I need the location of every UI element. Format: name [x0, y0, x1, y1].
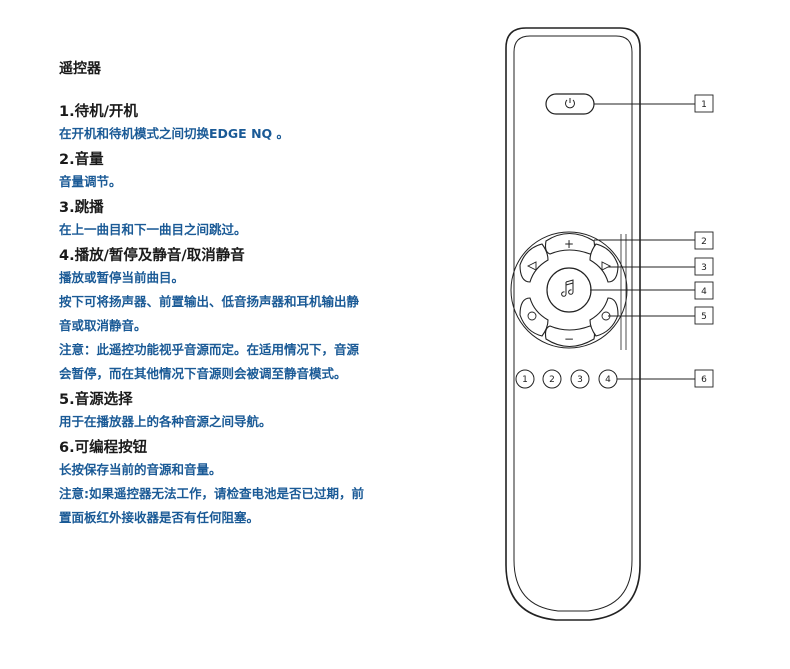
section-heading: 5.音源选择 — [59, 392, 133, 408]
section-text: 会暂停，而在其他情况下音源则会被调至静音模式。 — [59, 366, 347, 381]
source-icon — [527, 311, 537, 321]
section-text: 注意：此遥控功能视乎音源而定。在适用情况下，音源 — [59, 342, 360, 357]
volume-down-button[interactable]: − — [544, 325, 596, 348]
section-source-select: 5.音源选择 用于在播放器上的各种音源之间导航。 — [59, 390, 444, 434]
callout-4: 4 — [694, 281, 714, 300]
remote-diagram: + − — [490, 20, 730, 630]
section-text: 按下可将扬声器、前置输出、低音扬声器和耳机输出静 — [59, 294, 360, 309]
remote-outer-body — [505, 27, 641, 621]
callout-3: 3 — [694, 257, 714, 276]
volume-down-symbol: − — [564, 332, 574, 346]
callout-number: 1 — [701, 100, 707, 110]
callout-6: 6 — [694, 369, 714, 388]
play-pause-button[interactable] — [546, 267, 592, 313]
power-icon — [565, 98, 575, 109]
skip-back-icon — [526, 261, 537, 271]
section-text: 播放或暂停当前曲目。 — [59, 270, 185, 285]
callout-number: 5 — [701, 312, 707, 322]
preset-label: 4 — [605, 375, 611, 385]
preset-label: 2 — [549, 375, 555, 385]
skip-forward-button[interactable] — [589, 243, 619, 283]
section-text: 在开机和待机模式之间切换EDGE NQ 。 — [59, 126, 290, 141]
music-note-icon — [561, 279, 574, 297]
section-text: 注意:如果遥控器无法工作，请检查电池是否已过期，前 — [59, 486, 364, 501]
section-standby: 1.待机/开机 在开机和待机模式之间切换EDGE NQ 。 — [59, 102, 444, 146]
source-left-button[interactable] — [519, 297, 549, 337]
callout-5: 5 — [694, 306, 714, 325]
callout-number: 6 — [701, 375, 707, 385]
source-right-button[interactable] — [589, 297, 619, 337]
section-play-pause-mute: 4.播放/暂停及静音/取消静音 播放或暂停当前曲目。 按下可将扬声器、前置输出、… — [59, 246, 444, 386]
volume-up-button[interactable]: + — [544, 232, 596, 255]
preset-button-1[interactable]: 1 — [515, 369, 535, 389]
remote-inner-face — [513, 35, 633, 612]
section-text: 用于在播放器上的各种音源之间导航。 — [59, 414, 272, 429]
section-text: 置面板红外接收器是否有任何阻塞。 — [59, 510, 260, 525]
remote-svg: + − — [505, 27, 714, 621]
standby-button[interactable] — [545, 93, 595, 115]
section-volume: 2.音量 音量调节。 — [59, 150, 444, 194]
section-programmable: 6.可编程按钮 长按保存当前的音源和音量。 注意:如果遥控器无法工作，请检查电池… — [59, 438, 444, 530]
preset-label: 3 — [577, 375, 583, 385]
callout-number: 4 — [701, 287, 707, 297]
preset-label: 1 — [522, 375, 528, 385]
section-skip: 3.跳播 在上一曲目和下一曲目之间跳过。 — [59, 198, 444, 242]
skip-forward-icon — [601, 261, 612, 271]
callout-1: 1 — [694, 94, 714, 113]
section-heading: 1.待机/开机 — [59, 104, 138, 120]
section-text: 音或取消静音。 — [59, 318, 147, 333]
section-text: 音量调节。 — [59, 174, 122, 189]
callout-2: 2 — [694, 231, 714, 250]
section-text: 长按保存当前的音源和音量。 — [59, 462, 222, 477]
section-heading: 6.可编程按钮 — [59, 440, 148, 456]
volume-up-symbol: + — [564, 237, 574, 251]
preset-button-3[interactable]: 3 — [570, 369, 590, 389]
page-title: 遥控器 — [59, 61, 101, 77]
callout-number: 3 — [701, 263, 707, 273]
callout-number: 2 — [701, 237, 707, 247]
section-text: 在上一曲目和下一曲目之间跳过。 — [59, 222, 247, 237]
preset-button-4[interactable]: 4 — [598, 369, 618, 389]
skip-back-button[interactable] — [519, 243, 549, 283]
section-heading: 2.音量 — [59, 152, 104, 168]
section-heading: 4.播放/暂停及静音/取消静音 — [59, 248, 245, 264]
section-heading: 3.跳播 — [59, 200, 104, 216]
preset-button-2[interactable]: 2 — [542, 369, 562, 389]
